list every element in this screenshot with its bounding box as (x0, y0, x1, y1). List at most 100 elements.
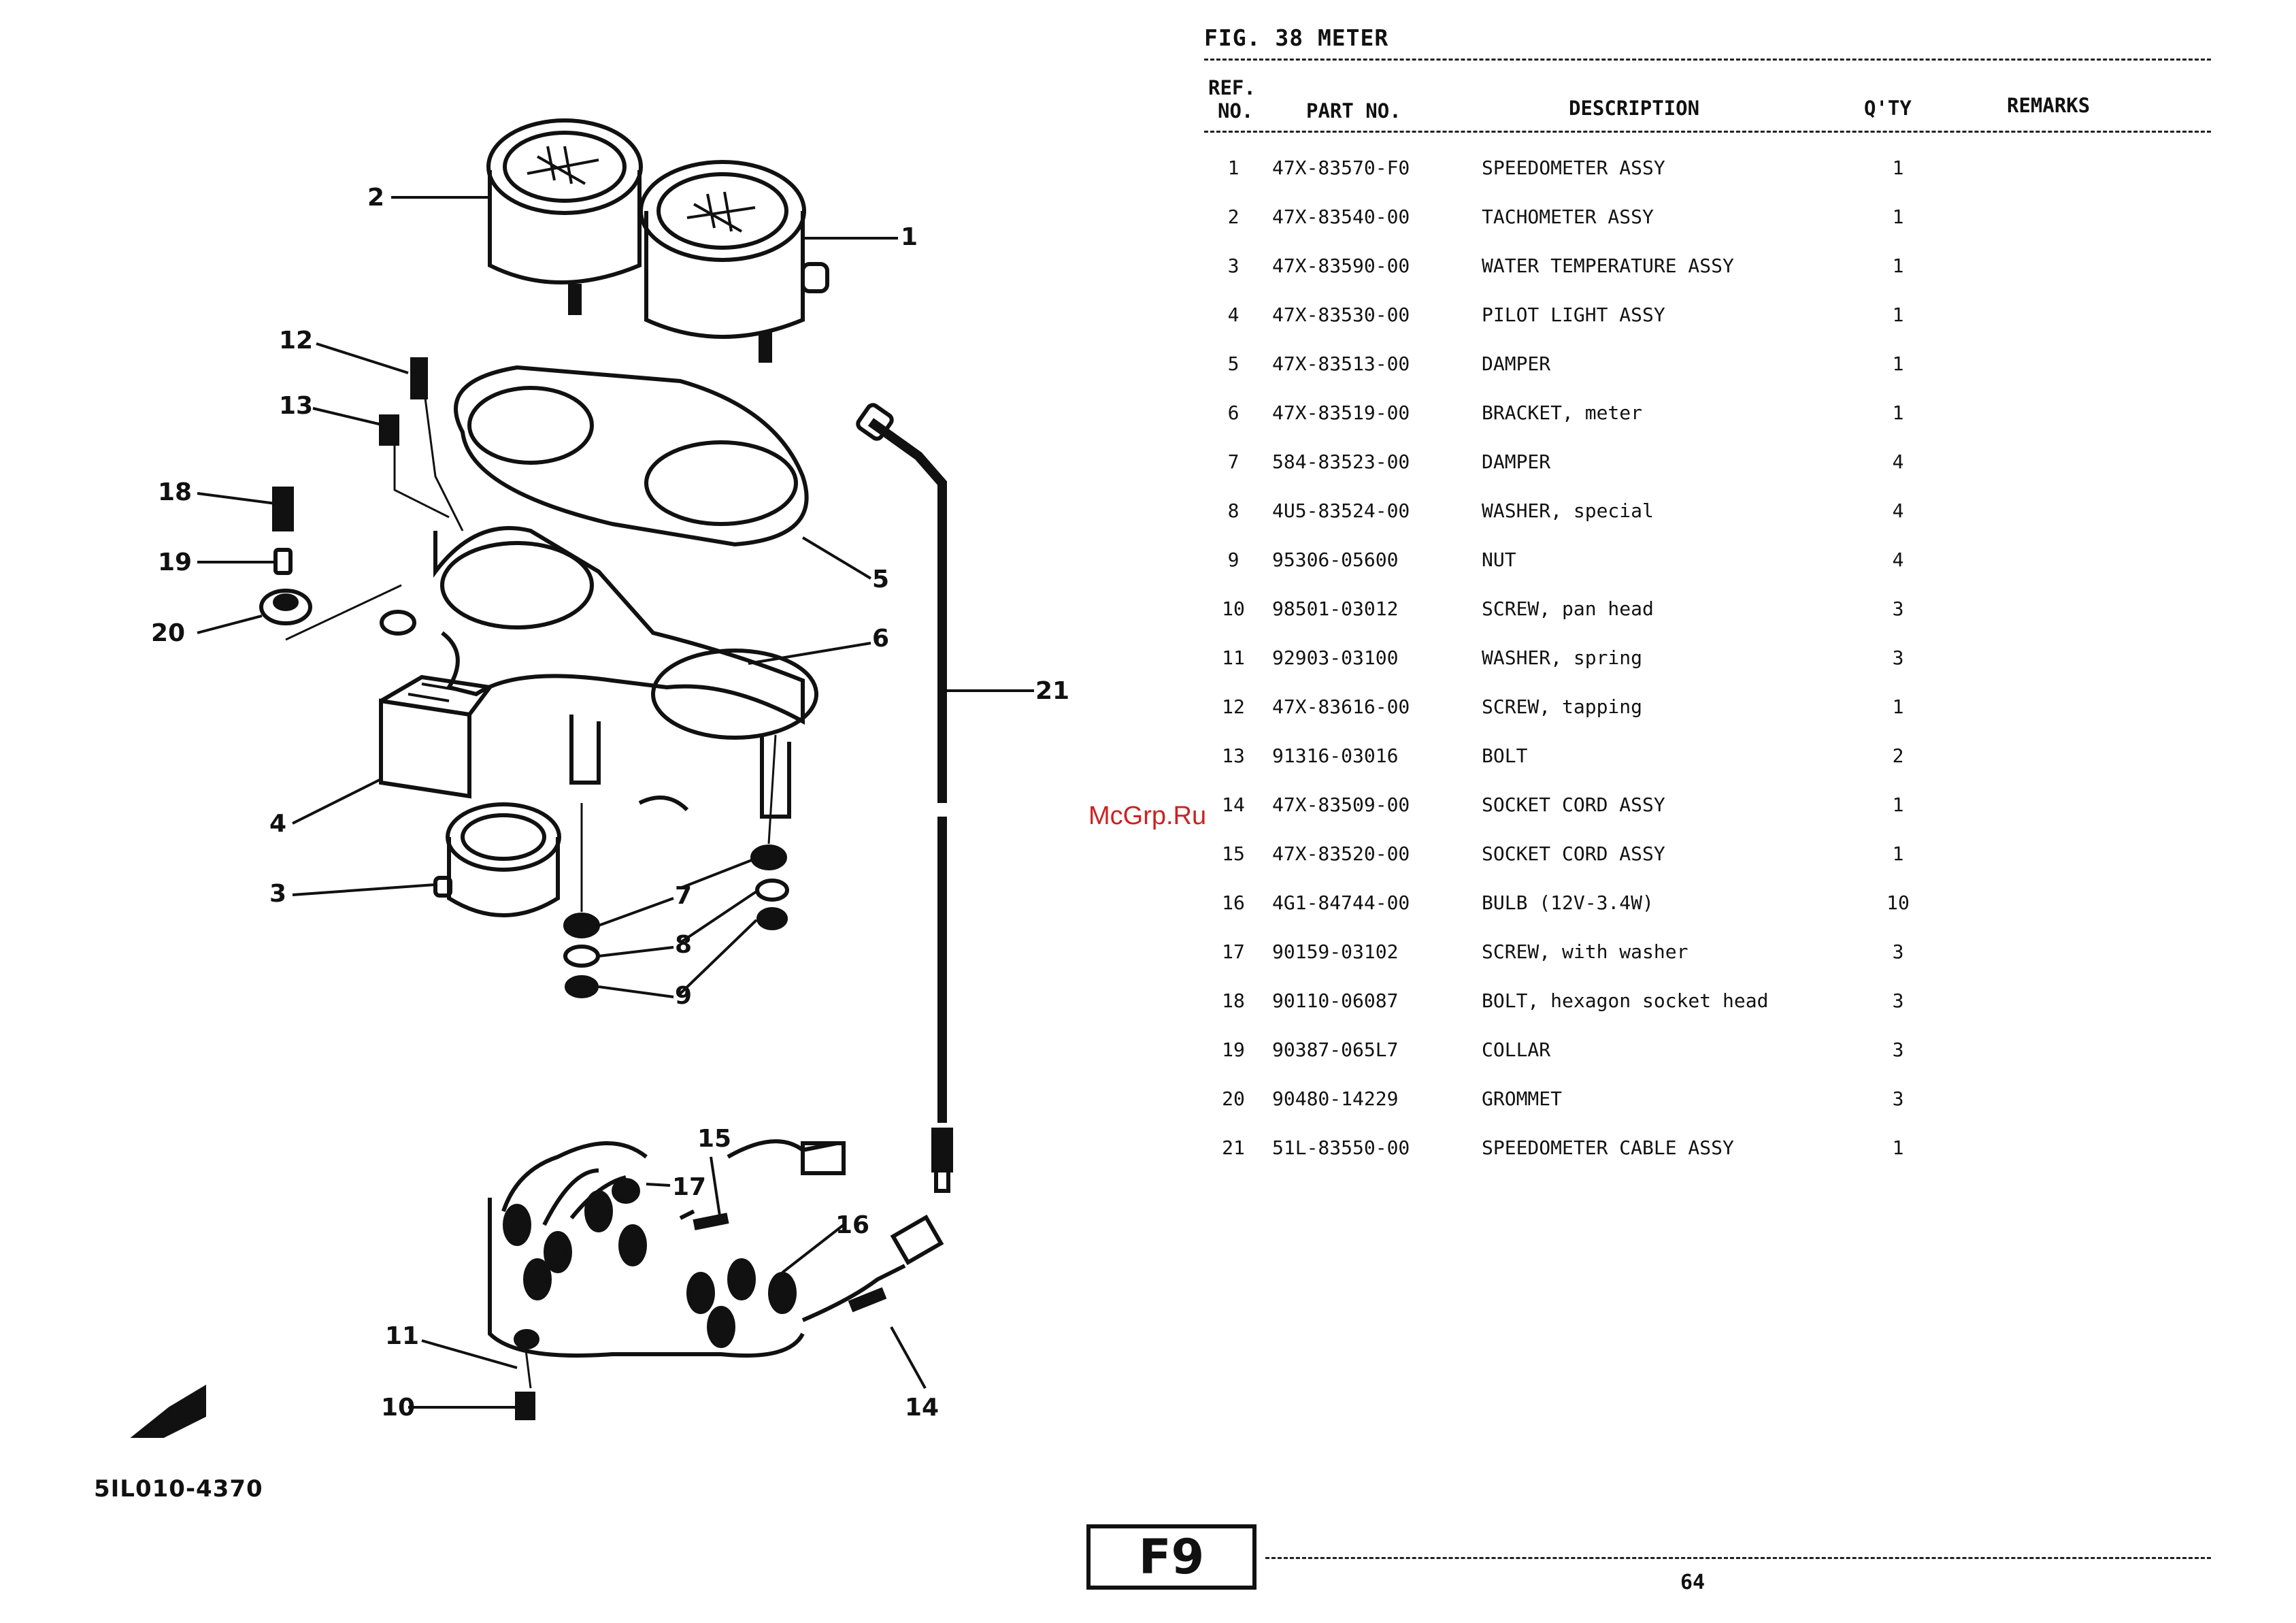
title-rule (1204, 59, 2211, 61)
section-label: F9 (1086, 1524, 1257, 1590)
qty: 1 (1892, 401, 1904, 424)
description: COLLAR (1482, 1038, 1551, 1061)
ref-no: 16 (1222, 891, 1245, 914)
callout-14: 14 (905, 1394, 939, 1422)
description: SOCKET CORD ASSY (1482, 793, 1665, 816)
header-ref-line2: NO. (1218, 99, 1254, 122)
part-no: 90159-03102 (1272, 940, 1399, 963)
description: WASHER, special (1482, 499, 1654, 522)
header-part-no: PART NO. (1306, 99, 1401, 122)
part-no: 47X-83530-00 (1272, 304, 1410, 326)
qty: 3 (1892, 1038, 1904, 1061)
callout-20: 20 (151, 619, 185, 647)
header-remarks: REMARKS (2007, 94, 2091, 117)
callout-4: 4 (269, 810, 286, 838)
description: BRACKET, meter (1482, 401, 1643, 424)
ref-no: 11 (1222, 646, 1245, 669)
part-no: 47X-83519-00 (1272, 401, 1410, 424)
ref-no: 20 (1222, 1087, 1245, 1110)
figure-title: FIG. 38 METER (1204, 24, 1389, 51)
small-hardware-drawing (259, 357, 464, 641)
callout-13: 13 (279, 392, 313, 420)
qty: 1 (1892, 793, 1904, 816)
qty: 2 (1892, 744, 1904, 767)
ref-no: 14 (1222, 793, 1245, 816)
qty: 3 (1892, 646, 1904, 669)
ref-no: 19 (1222, 1038, 1245, 1061)
part-no: 47X-83520-00 (1272, 842, 1410, 865)
description: SPEEDOMETER CABLE ASSY (1482, 1136, 1734, 1159)
qty: 1 (1892, 353, 1904, 375)
callout-12: 12 (279, 327, 313, 355)
part-no: 90480-14229 (1272, 1087, 1399, 1110)
part-no: 92903-03100 (1272, 646, 1399, 669)
tachometer-drawing (486, 118, 643, 315)
exploded-diagram: 1 2 3 4 5 6 7 8 9 10 11 12 13 14 15 16 1… (130, 118, 1069, 1438)
part-no: 91316-03016 (1272, 744, 1399, 767)
part-no: 90387-065L7 (1272, 1038, 1399, 1061)
page-number: 64 (1680, 1571, 1706, 1594)
wiring-harness-drawing (488, 1139, 944, 1420)
description: DAMPER (1482, 450, 1551, 473)
table-row: 11 92903-03100 WASHER, spring 3 (1204, 640, 2211, 689)
callout-8: 8 (675, 931, 692, 959)
description: BOLT, hexagon socket head (1482, 989, 1769, 1012)
qty: 4 (1892, 548, 1904, 571)
qty: 10 (1886, 891, 1910, 914)
ref-no: 6 (1227, 401, 1239, 424)
description: WASHER, spring (1482, 646, 1643, 669)
callout-17: 17 (672, 1173, 706, 1201)
part-no: 47X-83509-00 (1272, 793, 1410, 816)
watermark: McGrp.Ru (1088, 802, 1207, 830)
callout-5: 5 (872, 565, 889, 593)
qty: 1 (1892, 842, 1904, 865)
header-description: DESCRIPTION (1569, 97, 1700, 120)
qty: 3 (1892, 597, 1904, 620)
part-no: 47X-83590-00 (1272, 255, 1410, 277)
description: SCREW, tapping (1482, 695, 1643, 718)
qty: 1 (1892, 1136, 1904, 1159)
ref-no: 4 (1227, 304, 1239, 326)
qty: 1 (1892, 304, 1904, 326)
qty: 1 (1892, 157, 1904, 179)
callout-7: 7 (675, 882, 692, 910)
part-no: 47X-83616-00 (1272, 695, 1410, 718)
description: BULB (12V-3.4W) (1482, 891, 1654, 914)
description: SPEEDOMETER ASSY (1482, 157, 1665, 179)
ref-no: 13 (1222, 744, 1245, 767)
qty: 4 (1892, 450, 1904, 473)
callout-18: 18 (158, 478, 192, 506)
part-no: 98501-03012 (1272, 597, 1399, 620)
part-no: 51L-83550-00 (1272, 1136, 1410, 1159)
callout-1: 1 (901, 223, 918, 251)
ref-no: 18 (1222, 989, 1245, 1012)
ref-no: 5 (1227, 353, 1239, 375)
callout-10: 10 (381, 1394, 415, 1422)
qty: 4 (1892, 499, 1904, 522)
ref-no: 9 (1227, 548, 1239, 571)
qty: 1 (1892, 695, 1904, 718)
callout-15: 15 (697, 1125, 731, 1153)
header-rule (1204, 131, 2211, 133)
callout-numbers: 1 2 3 4 5 6 7 8 9 10 11 12 13 14 15 16 1… (151, 184, 1069, 1422)
table-row: 6 47X-83519-00 BRACKET, meter 1 (1204, 395, 2211, 444)
description: NUT (1482, 548, 1516, 571)
callout-11: 11 (385, 1322, 419, 1350)
part-no: 90110-06087 (1272, 989, 1399, 1012)
header-qty: Q'TY (1864, 97, 1912, 120)
ref-no: 15 (1222, 842, 1245, 865)
part-no: 4U5-83524-00 (1272, 499, 1410, 522)
